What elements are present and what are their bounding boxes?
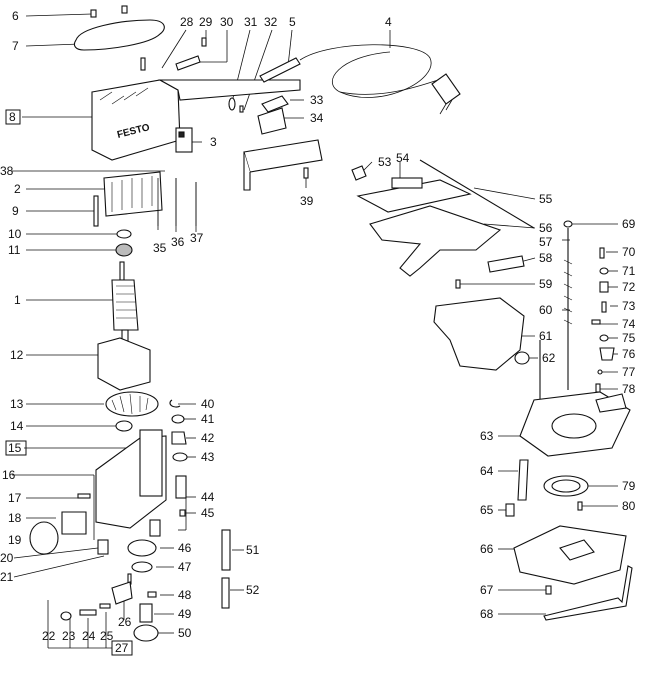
callout-19: 19 [8, 533, 22, 547]
boxed-callout-frames [5, 109, 133, 656]
callout-79: 79 [622, 479, 636, 493]
box-frame-15 [5, 440, 27, 456]
callout-72: 72 [622, 280, 636, 294]
callout-75: 75 [622, 331, 636, 345]
callout-66: 66 [480, 542, 494, 556]
callout-29: 29 [199, 15, 213, 29]
callout-5: 5 [289, 15, 296, 29]
callout-62: 62 [542, 351, 556, 365]
callout-67: 67 [480, 583, 494, 597]
callout-22: 22 [42, 629, 56, 643]
callout-25: 25 [100, 629, 114, 643]
callout-7: 7 [12, 39, 19, 53]
callout-11: 11 [8, 243, 21, 257]
callout-8: 8 [9, 110, 16, 124]
callout-2: 2 [14, 182, 21, 196]
callout-28: 28 [180, 15, 194, 29]
callout-27: 27 [115, 641, 129, 655]
callout-59: 59 [539, 277, 553, 291]
callout-9: 9 [12, 204, 19, 218]
callout-26: 26 [118, 615, 132, 629]
part-drawings: FESTO [29, 5, 633, 642]
callout-36: 36 [171, 235, 185, 249]
callout-10: 10 [8, 227, 22, 241]
callout-45: 45 [201, 506, 215, 520]
callout-17: 17 [8, 491, 22, 505]
callout-44: 44 [201, 490, 215, 504]
callout-35: 35 [153, 241, 167, 255]
callout-76: 76 [622, 347, 636, 361]
callout-14: 14 [10, 419, 24, 433]
callout-73: 73 [622, 299, 636, 313]
callout-69: 69 [622, 217, 636, 231]
callout-52: 52 [246, 583, 260, 597]
callout-21: 21 [0, 570, 14, 584]
callout-39: 39 [300, 194, 314, 208]
callout-42: 42 [201, 431, 215, 445]
callout-68: 68 [480, 607, 494, 621]
callout-55: 55 [539, 192, 553, 206]
callout-54: 54 [396, 151, 410, 165]
callout-56: 56 [539, 221, 553, 235]
callout-23: 23 [62, 629, 76, 643]
callout-46: 46 [178, 541, 192, 555]
callout-12: 12 [10, 348, 24, 362]
callout-71: 71 [622, 264, 636, 278]
callout-57: 57 [539, 235, 553, 249]
callout-60: 60 [539, 303, 553, 317]
callout-48: 48 [178, 588, 192, 602]
callout-77: 77 [622, 365, 636, 379]
callout-61: 61 [539, 329, 553, 343]
callout-65: 65 [480, 503, 494, 517]
callout-53: 53 [378, 155, 392, 169]
box-frame-27 [111, 640, 133, 656]
callout-18: 18 [8, 511, 22, 525]
callout-15: 15 [8, 441, 22, 455]
callout-34: 34 [310, 111, 324, 125]
callout-32: 32 [264, 15, 278, 29]
callout-4: 4 [385, 15, 392, 29]
callout-50: 50 [178, 626, 192, 640]
callout-74: 74 [622, 317, 636, 331]
callout-47: 47 [178, 560, 192, 574]
box-frame-8 [5, 109, 21, 125]
callout-3: 3 [210, 135, 217, 149]
callout-63: 63 [480, 429, 494, 443]
callout-41: 41 [201, 412, 215, 426]
callout-51: 51 [246, 543, 260, 557]
callout-33: 33 [310, 93, 324, 107]
callout-40: 40 [201, 397, 215, 411]
callout-37: 37 [190, 231, 204, 245]
callout-30: 30 [220, 15, 234, 29]
callout-1: 1 [14, 293, 21, 307]
callout-70: 70 [622, 245, 636, 259]
callout-16: 16 [2, 468, 16, 482]
callout-6: 6 [12, 9, 19, 23]
callout-43: 43 [201, 450, 215, 464]
callout-24: 24 [82, 629, 96, 643]
callout-64: 64 [480, 464, 494, 478]
callout-49: 49 [178, 607, 192, 621]
callout-31: 31 [244, 15, 258, 29]
callout-13: 13 [10, 397, 24, 411]
callout-78: 78 [622, 382, 636, 396]
callout-20: 20 [0, 551, 14, 565]
callout-38: 38 [0, 164, 14, 178]
callout-58: 58 [539, 251, 553, 265]
callout-80: 80 [622, 499, 636, 513]
